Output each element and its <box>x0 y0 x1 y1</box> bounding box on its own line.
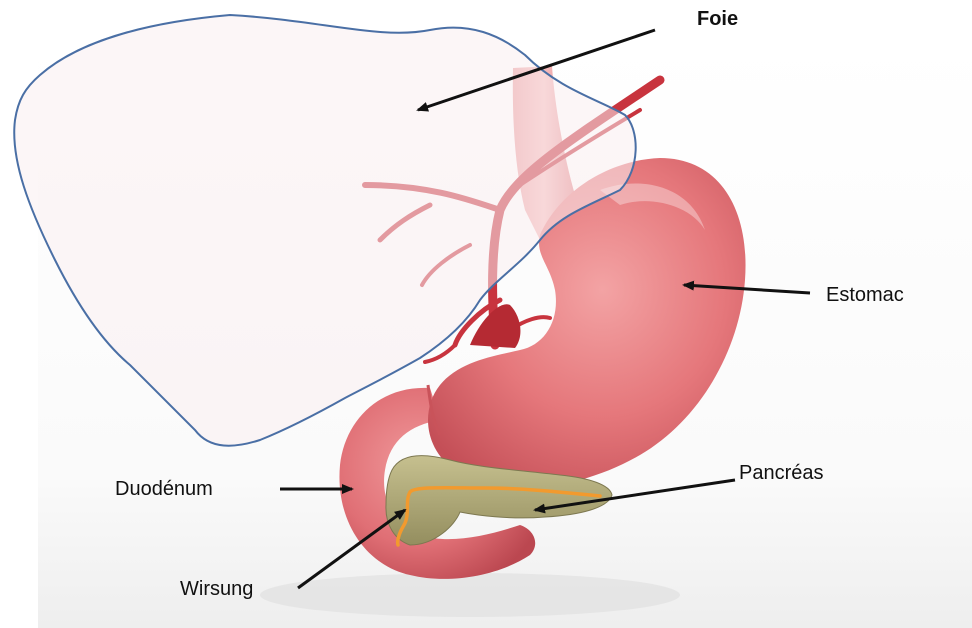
label-foie: Foie <box>697 8 738 31</box>
label-duodenum: Duodénum <box>115 478 213 501</box>
label-pancreas: Pancréas <box>739 462 824 485</box>
label-estomac: Estomac <box>826 284 904 307</box>
floor-shadow <box>260 573 680 617</box>
label-wirsung: Wirsung <box>180 578 253 601</box>
